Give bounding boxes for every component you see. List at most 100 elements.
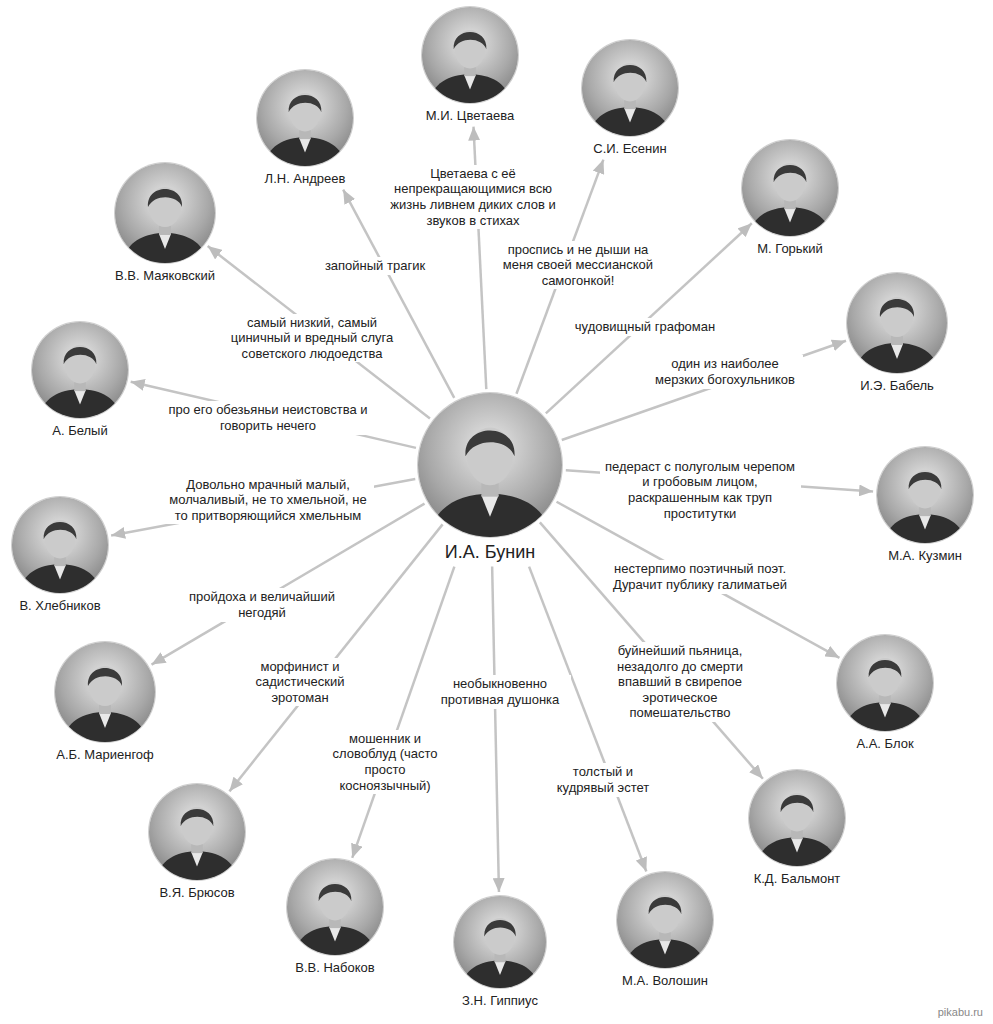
person-name: А.Б. Мариенгоф [56,747,154,763]
portrait-node: И.Э. Бабель [797,273,993,394]
person-name: М.А. Волошин [622,973,708,989]
silhouette-collar [299,138,311,152]
edge-label: мошенник и словоблуд (часто просто косно… [320,730,451,794]
portrait-silhouette [257,70,353,166]
arrow-connector [208,246,430,418]
person-name: И.Э. Бабель [860,378,934,394]
silhouette-shoulders [461,960,538,988]
silhouette-hair [44,522,77,539]
silhouette-hair [181,809,214,826]
silhouette-hair [289,95,322,112]
edge-label: пройдоха и величайший негодяй [184,588,340,621]
arrow-connector [131,382,416,448]
silhouette-hair [614,65,647,82]
person-name: А. Белый [52,423,107,439]
edge-label: морфинист и садистический эротоман [230,658,371,707]
silhouette-collar [659,940,671,954]
person-name: И.А. Бунин [445,542,535,564]
silhouette-shoulders [845,702,926,731]
silhouette-shoulders [40,389,121,418]
portrait-photo [55,642,155,742]
portrait-silhouette [847,273,947,373]
portrait-node: М. Горький [690,140,890,257]
portrait-node: К.Д. Бальмонт [697,770,897,887]
portrait-node: З.Н. Гиппиус [400,896,600,1009]
edge-label: проспись и не дыши на меня своей мессиан… [495,241,661,290]
portrait-silhouette [32,322,128,418]
silhouette-collar [891,344,903,359]
edge-label: толстый и кудрявый эстет [540,763,666,796]
watermark: pikabu.ru [938,1006,983,1018]
silhouette-collar [481,495,498,517]
portrait-photo [877,447,973,543]
silhouette-shoulders [430,74,511,103]
edge-label: буйнейший пьяница, незадолго до смерти в… [592,642,768,722]
person-name: З.Н. Гиппиус [462,993,538,1009]
silhouette-shoulders [430,494,551,537]
portrait-node: С.И. Есенин [530,40,730,157]
portrait-node: М.А. Волошин [565,872,765,989]
silhouette-hair [465,430,514,456]
edge-label: самый низкий, самый циничный и вредный с… [217,314,408,363]
portrait-photo [287,859,383,955]
silhouette-collar [879,703,891,717]
portrait-silhouette [418,393,562,537]
silhouette-hair [148,189,182,207]
portrait-node: М.А. Кузмин [825,447,993,564]
silhouette-shoulders [750,207,831,236]
portrait-node: В. Хлебников [0,497,160,614]
portrait-node: А.А. Блок [785,635,985,752]
silhouette-collar [464,75,476,89]
silhouette-collar [191,852,203,866]
portrait-photo [12,497,108,593]
silhouette-collar [159,234,171,249]
edge-label: про его обезьяньи неистовства и говорить… [163,401,374,434]
arrow-connector [352,567,454,858]
silhouette-hair [774,165,807,182]
portrait-silhouette [749,770,845,866]
silhouette-hair [880,299,914,317]
edge-label: Довольно мрачный малый, молчаливый, не т… [163,476,374,525]
person-name: В. Хлебников [19,598,100,614]
silhouette-hair [649,897,682,914]
portrait-photo [582,40,678,136]
portrait-photo [837,635,933,731]
person-name: В.В. Набоков [295,960,374,976]
person-name: С.И. Есенин [593,141,666,157]
silhouette-head [485,918,514,955]
silhouette-shoulders [157,851,238,880]
silhouette-shoulders [855,343,939,373]
silhouette-shoulders [63,712,147,742]
silhouette-collar [919,515,931,529]
silhouette-hair [454,32,487,49]
edge-label: один из наиболее мерзких богохульников [647,355,803,388]
silhouette-hair [484,920,515,937]
portrait-node: А. Белый [0,322,180,439]
silhouette-collar [784,208,796,222]
portrait-silhouette [422,7,518,103]
portrait-silhouette [877,447,973,543]
portrait-node: Л.Н. Андреев [205,70,405,187]
portrait-silhouette [582,40,678,136]
silhouette-collar [54,565,66,579]
silhouette-collar [791,838,803,852]
portrait-node: И.А. Бунин [390,393,590,564]
portrait-node: А.Б. Мариенгоф [5,642,205,763]
silhouette-hair [88,668,122,686]
edge-label: Цветаева с её непрекращающимися всю жизн… [383,165,564,229]
arrow-connector [492,567,499,892]
portrait-node: В.В. Маяковский [65,163,265,284]
silhouette-hair [781,795,814,812]
edge-label: необыкновенно противная душонка [430,675,571,708]
portrait-node: В.Я. Брюсов [97,784,297,901]
silhouette-shoulders [123,233,207,263]
silhouette-hair [319,884,352,901]
portrait-silhouette [55,642,155,742]
edge-label: педераст с полуголым черепом и гробовым … [600,458,801,522]
silhouette-shoulders [885,514,966,543]
portrait-silhouette [287,859,383,955]
arrow-connector [562,341,846,440]
person-name: А.А. Блок [856,736,913,752]
portrait-photo [149,784,245,880]
